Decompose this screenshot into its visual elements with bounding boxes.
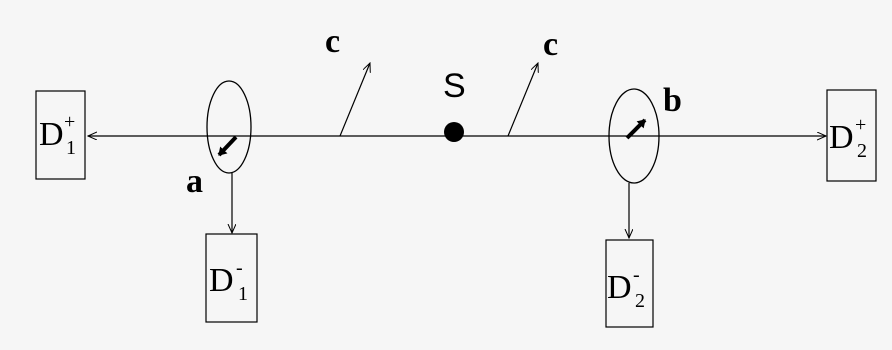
d2-plus-letter: D [829, 119, 854, 156]
source-dot [444, 122, 464, 142]
label-c-right: c [543, 26, 558, 63]
label-b: b [663, 82, 682, 119]
analyzer-left [206, 80, 252, 174]
d1-plus-sub: 1 [66, 137, 76, 159]
particle-c-right-arrow [507, 63, 538, 137]
detector-d2-minus [605, 239, 654, 328]
d2-plus-sub: 2 [857, 140, 867, 162]
d2-plus-sup: + [855, 114, 866, 136]
d1-minus-sub: 1 [238, 283, 248, 305]
d1-minus-letter: D [209, 262, 234, 299]
d1-minus-sup: - [236, 257, 243, 279]
d2-minus-sub: 2 [635, 290, 645, 312]
source-label: S [443, 67, 466, 105]
label-c-left: c [325, 23, 340, 60]
detector-d1-minus [205, 233, 258, 323]
d1-plus-sup: + [64, 111, 75, 133]
analyzer-right [608, 88, 660, 184]
label-a: a [186, 163, 203, 200]
detector-d2-plus [826, 89, 877, 182]
d2-minus-letter: D [607, 269, 632, 306]
detector-d1-plus [35, 90, 86, 180]
orientation-b-arrow [625, 118, 647, 140]
d1-plus-letter: D [39, 116, 64, 153]
particle-c-left-arrow [339, 63, 370, 137]
orientation-a-arrow [217, 135, 238, 157]
d2-minus-sup: - [633, 264, 640, 286]
